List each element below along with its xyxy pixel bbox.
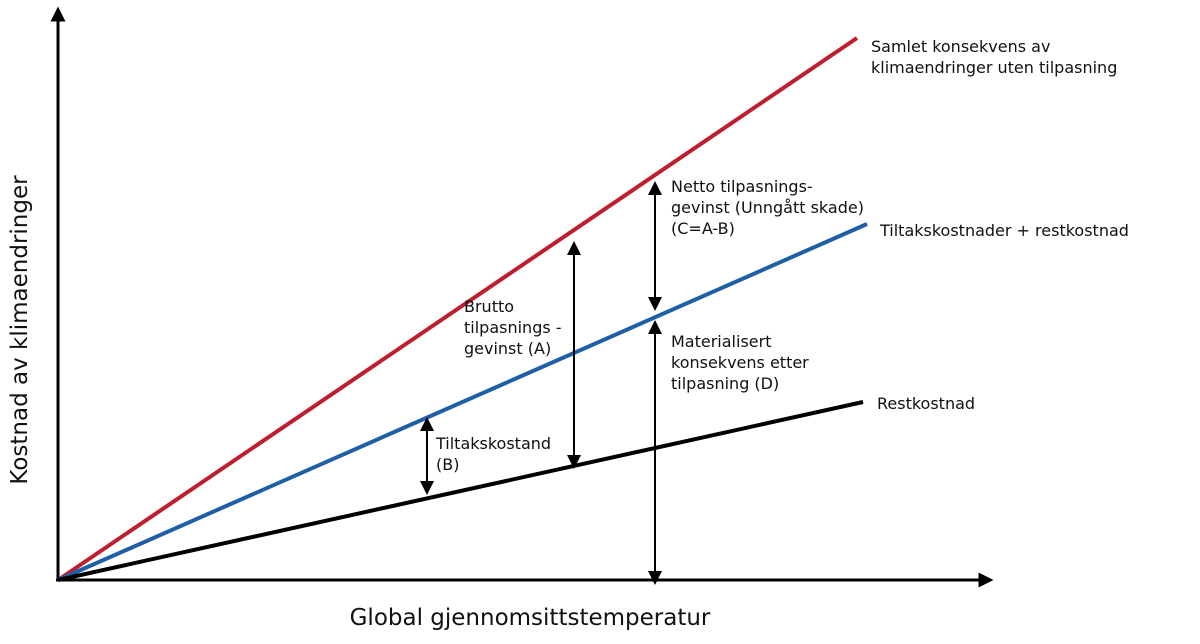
x-axis-title: Global gjennomsittstemperatur	[349, 605, 711, 631]
label-measures-plus-residual: Tiltakskostnader + restkostnad	[880, 221, 1129, 240]
line-residual	[57, 400, 864, 582]
annotation-measure-cost: Tiltakskostand (B)	[436, 434, 552, 474]
annotation-materialised-impact: Materialisert konsekvens etter tilpasnin…	[671, 332, 809, 393]
line-total-impact	[56, 36, 859, 582]
label-residual: Restkostnad	[877, 394, 976, 413]
annotation-net-benefit: Netto tilpasnings- gevinst (Unngått skad…	[671, 177, 864, 238]
label-total-impact: Samlet konsekvens av klimaendringer uten…	[871, 37, 1118, 77]
line-measures-plus-residual	[57, 222, 868, 582]
y-axis-title: Kostnad av klimaendringer	[7, 175, 33, 485]
annotation-gross-benefit: Brutto tilpasnings - gevinst (A)	[464, 297, 562, 358]
